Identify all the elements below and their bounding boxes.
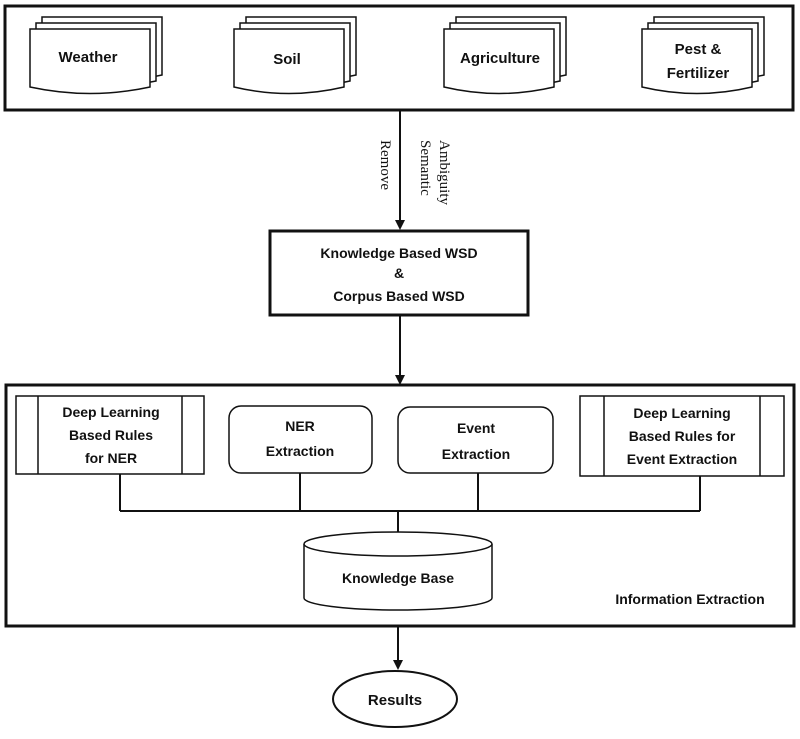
event-extraction-line2: Extraction — [442, 446, 510, 462]
pest-fertilizer-document-icon — [641, 16, 765, 95]
dl-ner-line3: for NER — [85, 450, 137, 466]
wsd-line1: Knowledge Based WSD — [320, 245, 477, 261]
dl-ner-box — [15, 395, 205, 475]
knowledge-base-cylinder — [303, 531, 493, 611]
wsd-line2: & — [394, 265, 404, 281]
soil-label: Soil — [273, 51, 301, 68]
dl-event-line1: Deep Learning — [633, 405, 730, 421]
dl-event-line2: Based Rules for — [629, 428, 736, 444]
results-ellipse — [332, 670, 458, 728]
knowledge-base-label: Knowledge Base — [342, 570, 454, 586]
agriculture-label: Agriculture — [460, 50, 540, 67]
dl-ner-line2: Based Rules — [69, 427, 153, 443]
pest-fertilizer-label-line2: Fertilizer — [667, 65, 730, 82]
wsd-line3: Corpus Based WSD — [333, 288, 464, 304]
event-extraction-box — [397, 406, 554, 474]
extraction-connectors — [119, 473, 701, 512]
soil-document-icon — [233, 16, 357, 95]
ner-extraction-box — [228, 405, 373, 474]
dl-ner-line1: Deep Learning — [62, 404, 159, 420]
semantic-label: Semantic — [417, 140, 433, 196]
wsd-box — [268, 229, 530, 317]
ner-extraction-line1: NER — [285, 418, 315, 434]
agriculture-document-icon — [443, 16, 567, 95]
weather-label: Weather — [59, 49, 118, 66]
remove-label: Remove — [377, 140, 393, 190]
event-extraction-line1: Event — [457, 420, 495, 436]
information-extraction-label: Information Extraction — [615, 591, 764, 607]
ner-extraction-line2: Extraction — [266, 443, 334, 459]
weather-document-icon — [29, 16, 163, 95]
dl-event-line3: Event Extraction — [627, 451, 737, 467]
ambiguity-label: Ambiguity — [436, 140, 452, 206]
dl-event-box — [579, 395, 785, 477]
results-label: Results — [368, 692, 422, 709]
pest-fertilizer-label-line1: Pest & — [675, 41, 722, 58]
